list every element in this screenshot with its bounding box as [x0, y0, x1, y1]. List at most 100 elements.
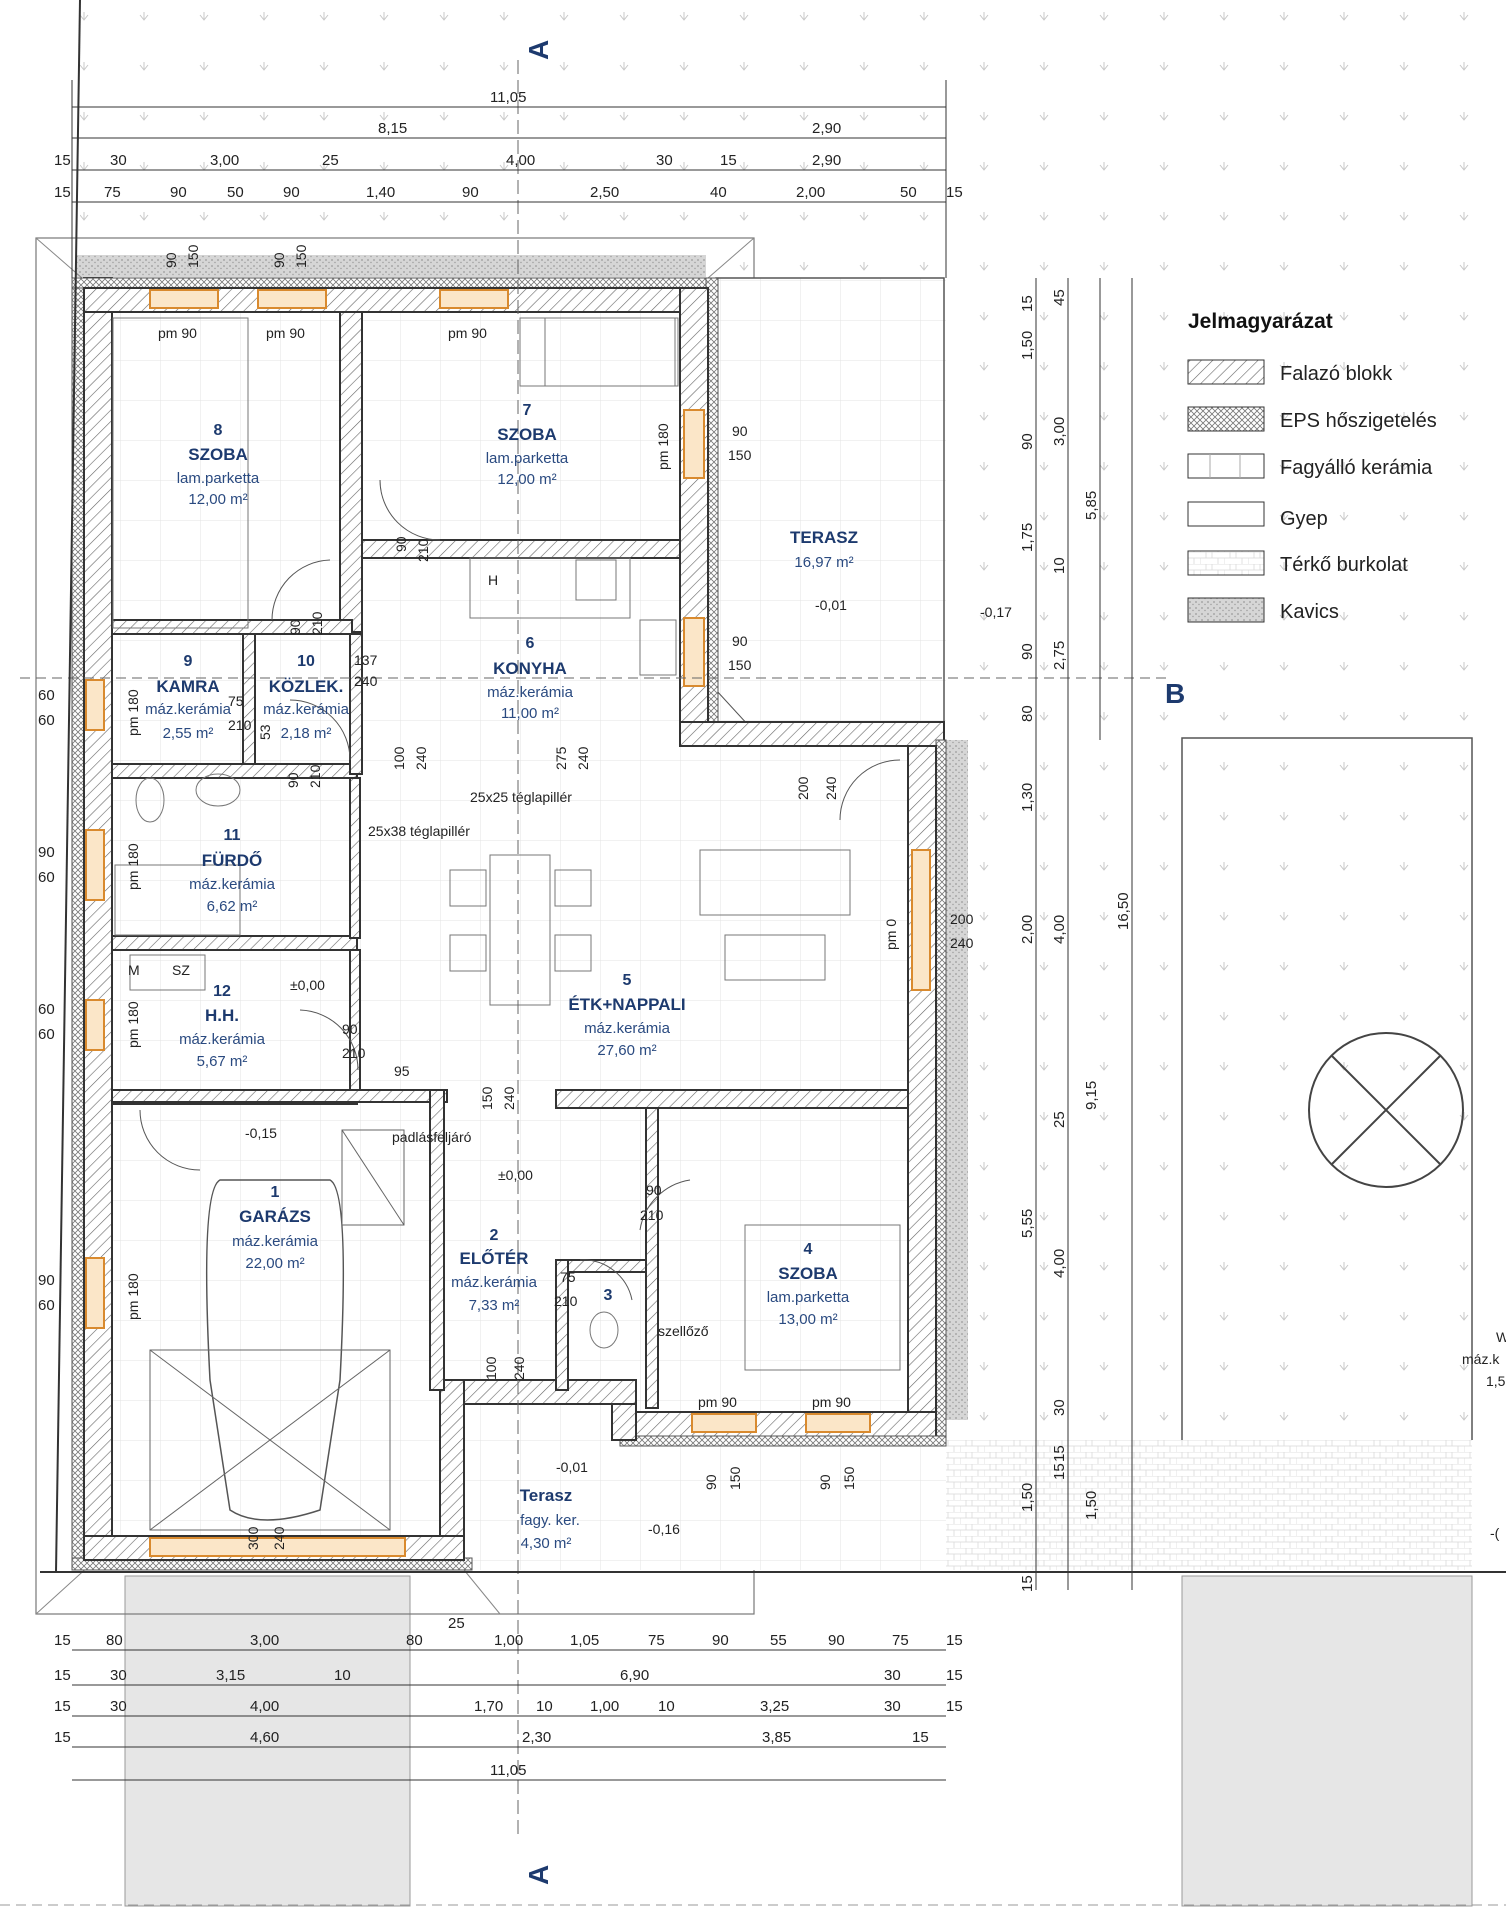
window-width: 90	[703, 1474, 719, 1490]
room-name: ÉTK+NAPPALI	[568, 995, 685, 1014]
dim-label: 90	[170, 184, 187, 201]
dim-label: 15	[946, 1667, 963, 1684]
dim-label: 3,85	[762, 1729, 791, 1746]
paver-area-plot	[1182, 1440, 1472, 1570]
room-number: 5	[623, 972, 632, 989]
dim-label: 30	[110, 1667, 127, 1684]
bottom-dimensions: 15 80 3,00 80 25 1,00 1,05 75 90 55 90 7…	[54, 1615, 963, 1779]
pillar-note: 25x25 téglapillér	[470, 789, 572, 805]
dim-label: 50	[900, 184, 917, 201]
dim-label: 1,05	[570, 1632, 599, 1649]
room-area: 2,55 m²	[163, 725, 214, 742]
room-area: 16,97 m²	[794, 554, 853, 571]
dim-label: 30	[884, 1698, 901, 1715]
legend-label: EPS hőszigetelés	[1280, 410, 1437, 432]
legend-label: Fagyálló kerámia	[1280, 457, 1433, 479]
room-number: 7	[523, 402, 532, 419]
legend-swatch-grass	[1187, 501, 1265, 527]
dim-label: 15	[54, 152, 71, 169]
dim-label: 50	[227, 184, 244, 201]
room-area: 13,00 m²	[778, 1311, 837, 1328]
room-material: lam.parketta	[486, 450, 569, 467]
dim-label: 80	[106, 1632, 123, 1649]
window-width: 90	[732, 633, 748, 649]
window-height: 150	[841, 1466, 857, 1490]
cut-label: W	[1496, 1329, 1506, 1345]
level-mark: -0,01	[556, 1459, 588, 1475]
legend-label: Gyep	[1280, 508, 1328, 530]
axis-b: B	[1165, 678, 1185, 709]
door-width: 100	[483, 1356, 499, 1380]
room-name: SZOBA	[497, 425, 557, 444]
room-material: fagy. ker.	[520, 1512, 580, 1529]
dim-label: 15	[946, 1698, 963, 1715]
parking-strip	[1181, 1575, 1473, 1907]
room-area: 11,00 m²	[501, 705, 559, 722]
dim-label: 15	[946, 1632, 963, 1649]
level-mark: ±0,00	[498, 1167, 533, 1183]
level-mark: -0,16	[648, 1521, 680, 1537]
level-mark: -0,17	[980, 604, 1012, 620]
dim-label: 80	[1019, 705, 1036, 722]
room-number: 3	[604, 1287, 613, 1304]
door-height: 210	[342, 1045, 366, 1061]
window-parapet: pm 180	[125, 689, 141, 736]
room-number: 8	[214, 422, 223, 439]
walls	[71, 277, 947, 1571]
dim-label: 90	[283, 184, 300, 201]
door-width: 90	[646, 1182, 662, 1198]
room-name: SZOBA	[188, 445, 248, 464]
door-height: 210	[307, 764, 323, 788]
room-area: 27,60 m²	[597, 1042, 656, 1059]
door-width: 90	[285, 772, 301, 788]
dim-label: 1,50	[1083, 1491, 1100, 1520]
dim-label: 3,00	[210, 152, 239, 169]
axis-a-top: A	[523, 40, 554, 60]
dim-label: 4,00	[1051, 1249, 1068, 1278]
dim-label: 90	[462, 184, 479, 201]
room-area: 6,62 m²	[207, 898, 258, 915]
dim-label: 4,00	[506, 152, 535, 169]
dim-label: 30	[110, 152, 127, 169]
room-name: GARÁZS	[239, 1207, 311, 1226]
window-height: 240	[950, 935, 974, 951]
room-area: 22,00 m²	[245, 1255, 304, 1272]
windows	[85, 289, 931, 1557]
door-width: 100	[391, 746, 407, 770]
dim-label: 4,00	[250, 1698, 279, 1715]
attic-access-note: padlásfeljáró	[392, 1129, 472, 1145]
dim-label: 60	[38, 869, 55, 886]
door-width: 95	[394, 1063, 410, 1079]
door-height: 210	[415, 538, 431, 562]
dim-label: 90	[38, 844, 55, 861]
window-parapet: pm 90	[158, 325, 197, 341]
tree-cross	[1331, 1055, 1441, 1165]
window-parapet: pm 180	[125, 843, 141, 890]
cut-label: -(	[1490, 1525, 1500, 1541]
dim-label: 15	[720, 152, 737, 169]
dim-label: 90	[38, 1272, 55, 1289]
room-name: KAMRA	[156, 677, 219, 696]
window-width: 90	[271, 252, 287, 268]
room-material: lam.parketta	[177, 470, 260, 487]
dim-label: 90	[828, 1632, 845, 1649]
dim-label: 1,00	[494, 1632, 523, 1649]
door-height: 240	[501, 1086, 517, 1110]
room-number: 6	[526, 635, 535, 652]
legend-swatch-tile	[1187, 453, 1265, 479]
room-material: máz.kerámia	[263, 701, 350, 718]
door-height: 240	[823, 776, 839, 800]
dim-label: 4,00	[1051, 915, 1068, 944]
dim-label: 1,50	[1019, 1483, 1036, 1512]
dim-label: 15	[1051, 1445, 1068, 1462]
dim-label: 2,75	[1051, 641, 1068, 670]
window-width: 90	[732, 423, 748, 439]
dim-label: 60	[38, 687, 55, 704]
room-material: máz.kerámia	[189, 876, 276, 893]
door-width: 75	[560, 1269, 576, 1285]
pillar-note: 25x38 téglapillér	[368, 823, 470, 839]
dim-label: 15	[54, 1698, 71, 1715]
dim-label: 15	[1019, 1575, 1036, 1592]
room-area: 5,67 m²	[197, 1053, 248, 1070]
window-parapet: pm 180	[655, 423, 671, 470]
